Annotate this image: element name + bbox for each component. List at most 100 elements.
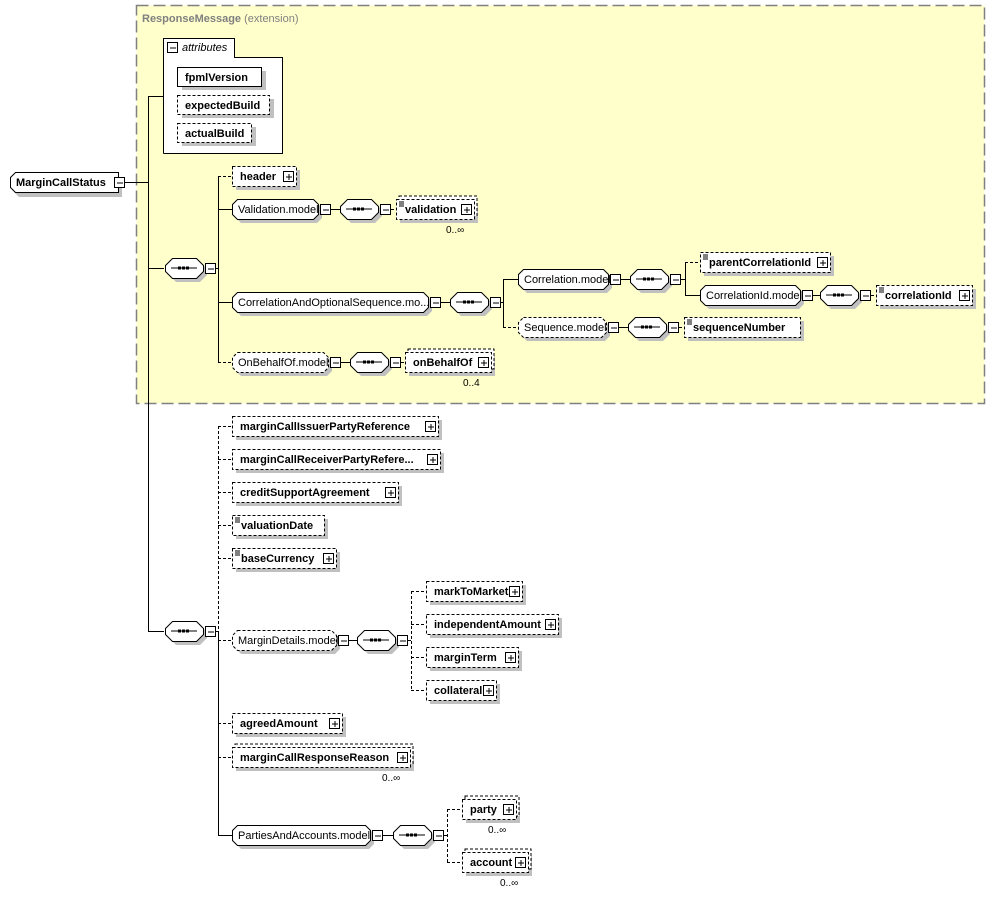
sequence-compositor-icon[interactable] (450, 292, 493, 317)
element-label: markToMarket (434, 586, 509, 598)
root-label: MarginCallStatus (16, 177, 106, 189)
expand-icon[interactable] (505, 652, 516, 663)
element-valuation_date[interactable]: valuationDate (232, 515, 329, 540)
group-margin_details_model[interactable]: MarginDetails.model (232, 630, 341, 655)
element-mark_to_market[interactable]: markToMarket (426, 581, 527, 606)
group-correlation_id_model[interactable]: CorrelationId.model (700, 285, 805, 310)
collapse-icon[interactable] (380, 204, 391, 215)
collapse-icon[interactable] (330, 357, 341, 368)
group-corr_opt_seq_model[interactable]: CorrelationAndOptionalSequence.mo... (232, 292, 433, 317)
extension-suffix: (extension) (241, 13, 298, 25)
element-sequence_number[interactable]: sequenceNumber (684, 317, 805, 342)
element-base_currency[interactable]: baseCurrency (232, 548, 341, 573)
expand-icon[interactable] (478, 357, 489, 368)
collapse-icon[interactable] (670, 274, 681, 285)
sequence-compositor-icon[interactable] (820, 285, 863, 310)
element-label: account (470, 857, 513, 869)
sequence-compositor-icon[interactable] (628, 317, 671, 342)
sequence-compositor-icon[interactable] (350, 352, 393, 377)
collapse-icon[interactable] (205, 626, 216, 637)
sequence-compositor-icon[interactable] (165, 621, 208, 646)
group-sequence_model[interactable]: Sequence.model (518, 317, 611, 342)
expand-icon[interactable] (329, 718, 340, 729)
collapse-icon[interactable] (430, 297, 441, 308)
collapse-icon[interactable] (668, 322, 679, 333)
collapse-icon[interactable] (860, 290, 871, 301)
expand-icon[interactable] (509, 586, 520, 597)
expand-icon[interactable] (545, 619, 556, 630)
collapse-icon[interactable] (372, 830, 383, 841)
element-independent_amount[interactable]: independentAmount (426, 614, 563, 639)
element-label: correlationId (885, 290, 952, 302)
element-label: marginTerm (434, 652, 497, 664)
element-label: collateral (434, 685, 482, 697)
collapse-icon[interactable] (490, 297, 501, 308)
element-issuer_ref[interactable]: marginCallIssuerPartyReference (232, 416, 443, 441)
extension-base-name: ResponseMessage (142, 13, 241, 25)
expand-icon[interactable] (283, 171, 294, 182)
expand-icon[interactable] (817, 257, 828, 268)
group-on_behalf_of_model[interactable]: OnBehalfOf.model (232, 352, 333, 377)
attribute-expectedBuild[interactable]: expectedBuild (177, 95, 275, 119)
expand-icon[interactable] (385, 487, 396, 498)
sequence-compositor-icon[interactable] (340, 199, 383, 224)
element-label: agreedAmount (240, 718, 318, 730)
group-correlation_model[interactable]: Correlation.model (518, 269, 613, 294)
element-label: creditSupportAgreement (240, 487, 370, 499)
element-receiver_ref[interactable]: marginCallReceiverPartyRefere... (232, 449, 445, 474)
collapse-icon[interactable] (610, 274, 621, 285)
occurrence-label: 0..∞ (488, 825, 506, 836)
element-csa[interactable]: creditSupportAgreement (232, 482, 403, 507)
collapse-icon[interactable] (390, 357, 401, 368)
sequence-compositor-icon[interactable] (357, 630, 400, 655)
expand-icon[interactable] (959, 290, 970, 301)
group-label: CorrelationId.model (706, 290, 802, 302)
collapse-icon[interactable] (205, 263, 216, 274)
group-validation_model[interactable]: Validation.model (232, 199, 323, 224)
group-parties_accounts_model[interactable]: PartiesAndAccounts.model (232, 825, 375, 850)
element-collateral[interactable]: collateral (426, 680, 501, 705)
element-correlation_id[interactable]: correlationId (876, 285, 977, 310)
group-label: Sequence.model (524, 322, 607, 334)
expand-icon[interactable] (397, 752, 408, 763)
expand-icon[interactable] (503, 804, 514, 815)
attribute-label: fpmlVersion (185, 72, 248, 84)
root-collapse-icon[interactable] (114, 177, 125, 188)
attribute-label: expectedBuild (185, 100, 260, 112)
collapse-icon[interactable] (397, 635, 408, 646)
root-element[interactable]: MarginCallStatus (10, 172, 123, 198)
sequence-compositor-icon[interactable] (393, 825, 436, 850)
group-label: Validation.model (238, 204, 319, 216)
sequence-compositor-icon[interactable] (630, 269, 673, 294)
extension-title: ResponseMessage (extension) (142, 13, 299, 25)
group-label: PartiesAndAccounts.model (238, 830, 370, 842)
element-parent_correlation_id[interactable]: parentCorrelationId (700, 252, 835, 277)
collapse-icon[interactable] (608, 322, 619, 333)
collapse-icon[interactable] (320, 204, 331, 215)
attribute-fpmlVersion[interactable]: fpmlVersion (177, 67, 267, 91)
expand-icon[interactable] (323, 553, 334, 564)
expand-icon[interactable] (427, 454, 438, 465)
collapse-icon[interactable] (802, 290, 813, 301)
attributes-collapse-icon[interactable] (167, 42, 178, 53)
expand-icon[interactable] (425, 421, 436, 432)
attribute-actualBuild[interactable]: actualBuild (177, 123, 257, 147)
group-label: MarginDetails.model (238, 635, 338, 647)
collapse-icon[interactable] (433, 830, 444, 841)
element-agreed_amount[interactable]: agreedAmount (232, 713, 347, 738)
group-label: Correlation.model (524, 274, 611, 286)
sequence-compositor-icon[interactable] (165, 258, 208, 283)
element-label: validation (405, 204, 457, 216)
element-margin_term[interactable]: marginTerm (426, 647, 523, 672)
element-label: baseCurrency (241, 553, 315, 565)
element-label: marginCallIssuerPartyReference (240, 421, 410, 433)
expand-icon[interactable] (515, 857, 526, 868)
expand-icon[interactable] (483, 685, 494, 696)
expand-icon[interactable] (461, 204, 472, 215)
collapse-icon[interactable] (338, 635, 349, 646)
